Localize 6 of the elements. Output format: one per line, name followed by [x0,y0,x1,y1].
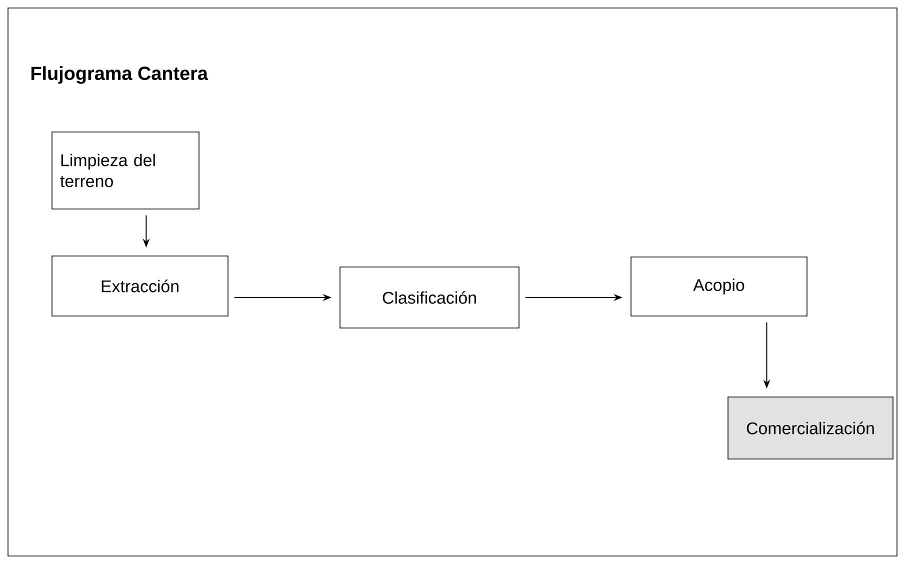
process-box: Comercialización [728,396,894,460]
process-box: Extracción [52,256,228,316]
title: Flujograma Cantera [31,66,208,84]
process-box: Clasificación [340,266,520,328]
process-box: Limpieza del terreno [52,132,200,210]
process-box: Acopio [630,256,808,316]
